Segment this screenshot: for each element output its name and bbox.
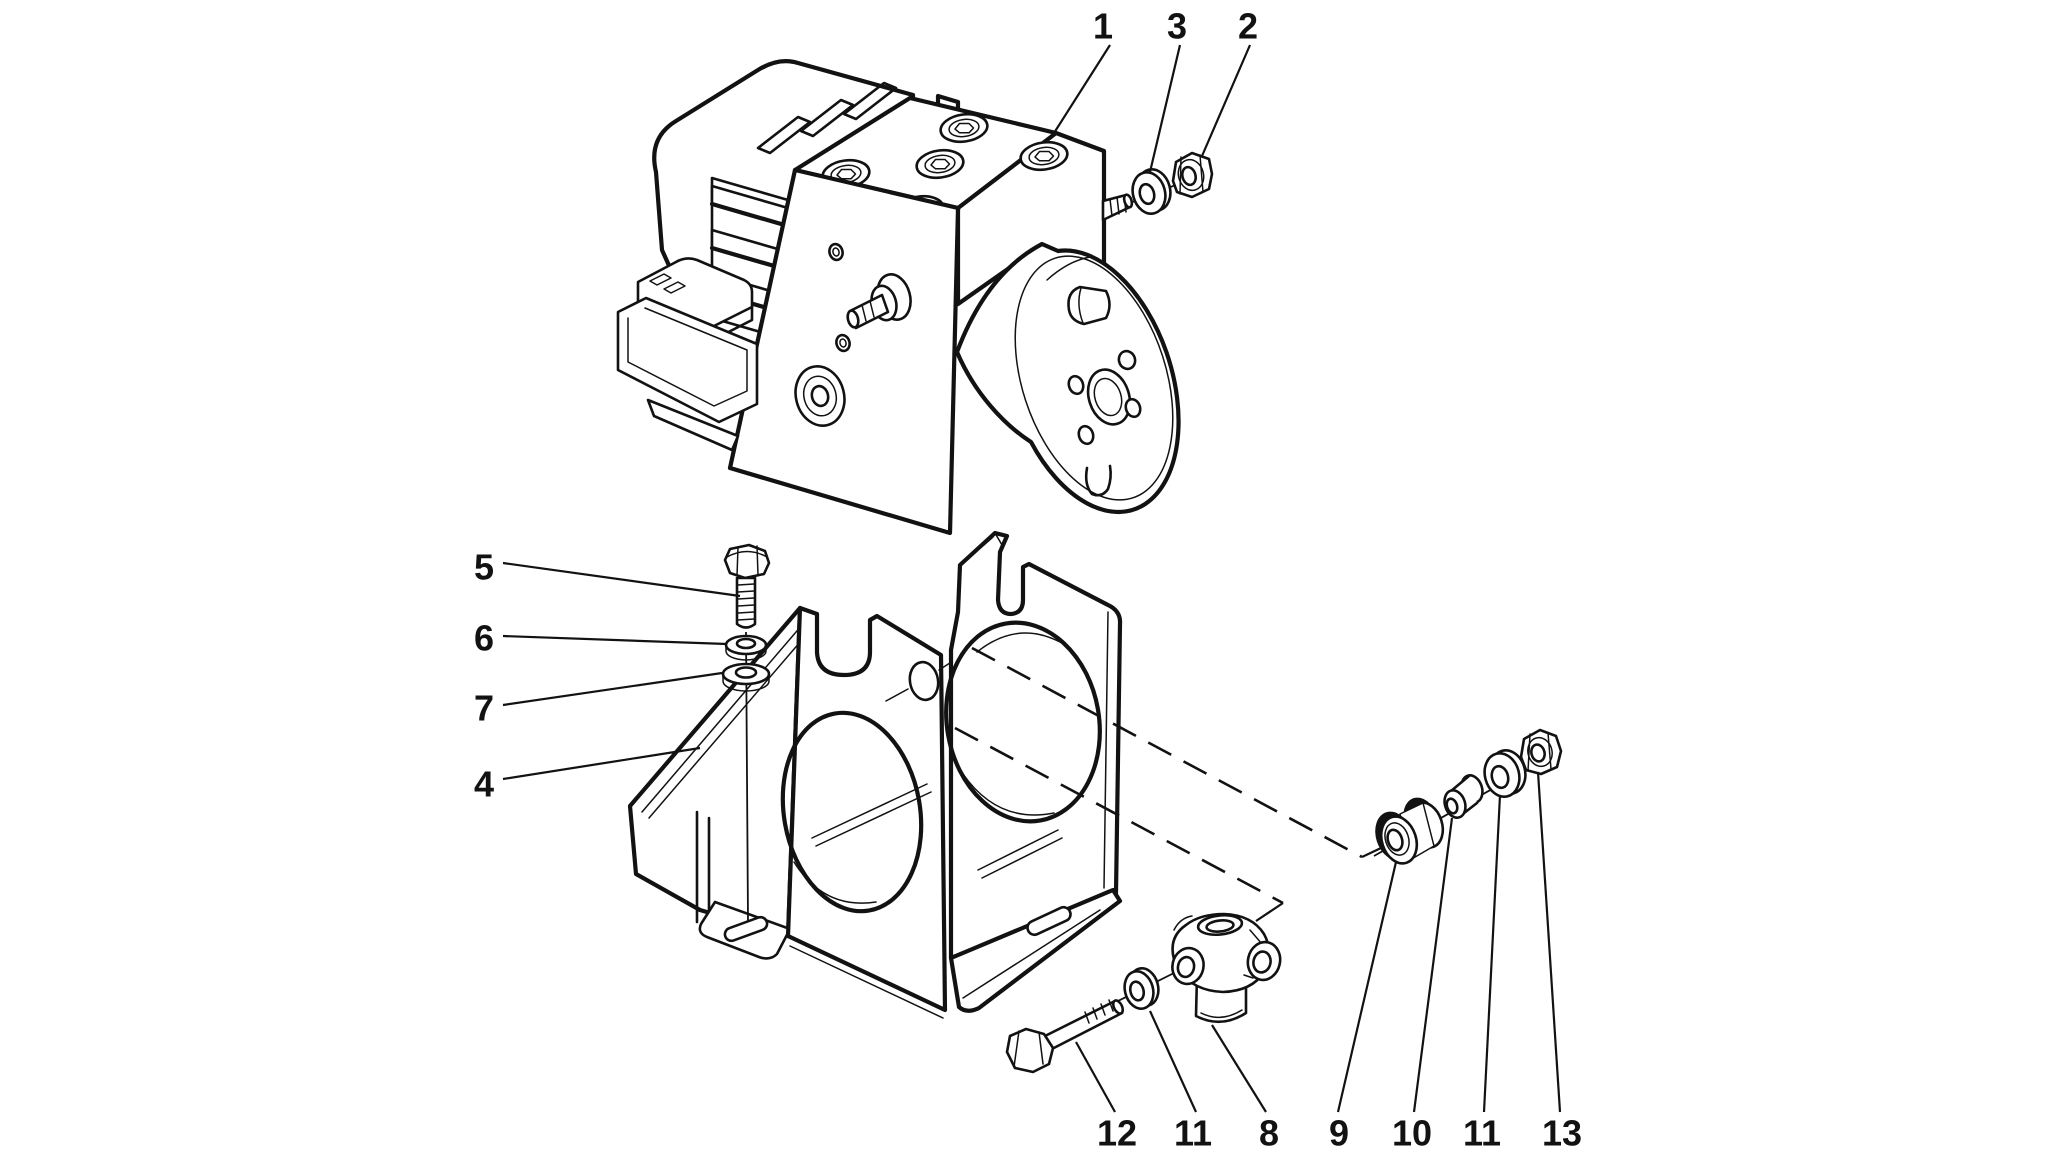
bracket-right-hole [944, 620, 1102, 824]
bolt-12 [1005, 999, 1125, 1074]
motor-face-hole [1077, 424, 1095, 446]
leader-line [502, 746, 701, 781]
motor-face-hole [1124, 397, 1142, 419]
callout-label: 10 [1392, 1113, 1432, 1154]
washer-7 [721, 662, 771, 692]
grommet-mount-hole [908, 660, 940, 702]
callout-label: 11 [1174, 1113, 1212, 1154]
callout-label: 9 [1329, 1113, 1349, 1154]
bracket-right-panel [944, 530, 1123, 1013]
fasteners [721, 151, 1563, 1074]
washer-3 [1131, 167, 1172, 216]
callout-label: 3 [1167, 6, 1187, 47]
leader-line [1148, 44, 1182, 173]
leader-line [1412, 817, 1454, 1113]
electrical-connector [616, 257, 759, 452]
leader-line [502, 634, 728, 646]
foot-slot [723, 915, 769, 943]
leader-line [1536, 771, 1562, 1113]
leader-line [502, 561, 741, 598]
leader-line [1336, 861, 1398, 1113]
leader-line [1053, 44, 1111, 134]
dashed-axis-tail [1255, 902, 1284, 922]
motor-face-hole [1117, 349, 1137, 371]
stud [1101, 193, 1134, 222]
abs-hydraulic-unit [616, 59, 1181, 536]
leader-line [1200, 44, 1252, 157]
callout-label: 11 [1463, 1113, 1501, 1154]
callout-label: 4 [474, 764, 494, 805]
washer-6 [724, 634, 768, 661]
callout-label: 1 [1093, 6, 1113, 47]
motor-face-center-hole [1086, 368, 1132, 426]
motor-bottom-notch [1084, 464, 1112, 497]
leader-line [1211, 1024, 1267, 1113]
bleed-boss [794, 365, 846, 427]
nut-13 [1519, 728, 1563, 776]
pump-shaft [846, 273, 912, 330]
callout-label: 13 [1542, 1113, 1582, 1154]
washer-11-lower [1123, 966, 1160, 1011]
spacer-10 [1443, 774, 1484, 819]
leader-line [1075, 1041, 1116, 1113]
leader-line [1148, 1010, 1198, 1113]
dashed-axis-line [954, 726, 1284, 905]
foot-slot [1026, 905, 1072, 937]
front-face-details [794, 242, 912, 427]
nut-2 [1171, 151, 1214, 199]
callout-label: 12 [1097, 1113, 1137, 1154]
motor-face-hole [1067, 374, 1085, 396]
bracket-right-foot [948, 887, 1123, 1013]
callout-label: 2 [1238, 6, 1258, 47]
callout-label: 5 [474, 547, 494, 588]
callout-label: 8 [1259, 1113, 1279, 1154]
dashed-axis-line [971, 646, 1363, 859]
bracket-front-panel [780, 605, 968, 1019]
motor-top-notch [1067, 285, 1111, 326]
grommet-9 [1375, 797, 1445, 865]
callout-label: 6 [474, 618, 494, 659]
union-fitting [1171, 912, 1282, 1024]
pump-motor [954, 241, 1181, 515]
bracket-left-foot [698, 900, 792, 960]
bolt-5 [723, 543, 771, 629]
leader-line [1482, 794, 1502, 1113]
callout-label: 7 [474, 688, 494, 729]
leader-line [502, 671, 723, 707]
bracket-front-hole [780, 710, 924, 914]
